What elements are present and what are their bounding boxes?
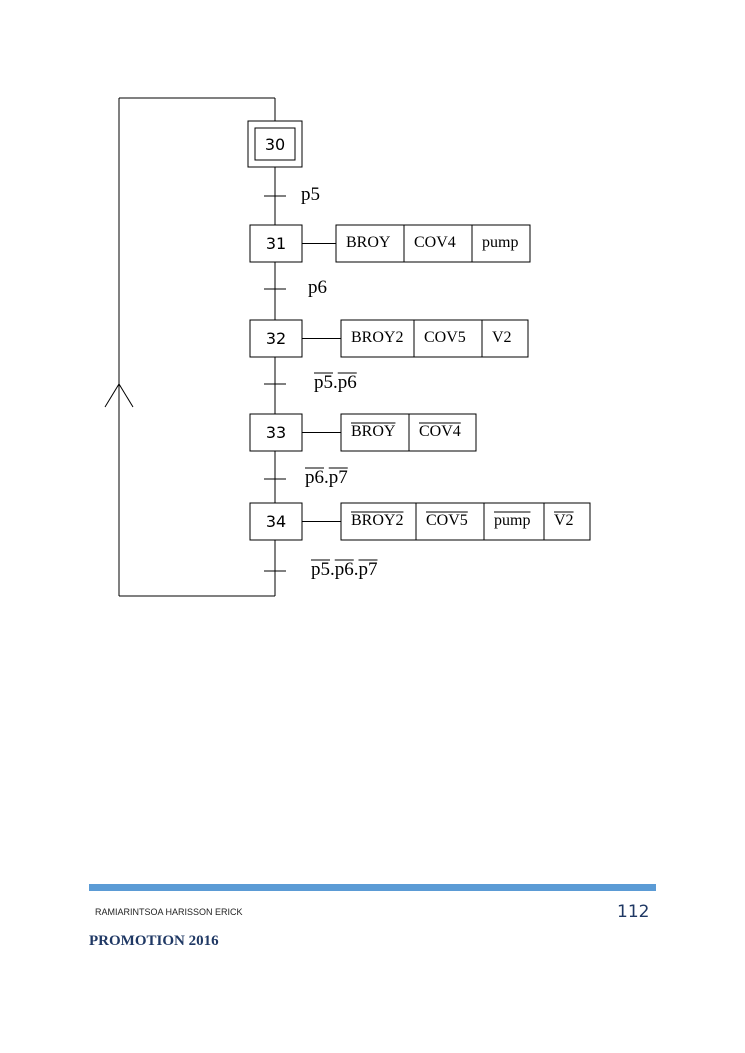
- footer-author: RAMIARINTSOA HARISSON ERICK: [95, 907, 243, 917]
- step-box: [249, 319, 303, 358]
- transition-condition: p5: [301, 184, 320, 205]
- action-box: [415, 502, 485, 541]
- action-box: [403, 224, 473, 263]
- transition-condition: p7: [329, 467, 348, 488]
- action-label: COV4: [414, 234, 456, 251]
- transition-condition: p5: [314, 372, 333, 393]
- step-box: [249, 413, 303, 452]
- step-box: [249, 502, 303, 541]
- step-box: [249, 224, 303, 263]
- page-number: 112: [617, 902, 650, 922]
- action-label: pump: [494, 512, 530, 529]
- step-label: 31: [266, 234, 286, 253]
- action-box: [335, 224, 405, 263]
- action-label: pump: [482, 234, 518, 251]
- step-label: 33: [266, 423, 286, 442]
- action-box: [481, 319, 529, 358]
- footer-divider: [89, 884, 656, 891]
- step-label: 32: [266, 329, 286, 348]
- action-label: BROY2: [351, 512, 403, 529]
- condition-separator: .: [324, 467, 329, 488]
- action-label: COV5: [424, 329, 466, 346]
- action-label: BROY: [346, 234, 391, 251]
- footer-promotion: PROMOTION 2016: [89, 933, 219, 949]
- return-arrow-icon: [104, 383, 134, 408]
- transition-condition: p6: [335, 559, 354, 580]
- transition-condition: p6: [305, 467, 324, 488]
- action-box: [340, 502, 417, 541]
- action-label: V2: [554, 512, 574, 529]
- condition-separator: .: [354, 559, 359, 580]
- step-label: 34: [266, 512, 286, 531]
- action-box: [483, 502, 545, 541]
- transition-condition: p5: [311, 559, 330, 580]
- step-label: 30: [265, 135, 285, 154]
- action-box: [471, 224, 531, 263]
- transition-condition: p6: [308, 277, 327, 298]
- transition-condition: p6: [338, 372, 357, 393]
- action-box: [543, 502, 591, 541]
- action-label: BROY2: [351, 329, 403, 346]
- initial-step-inner: [254, 127, 296, 161]
- condition-separator: .: [330, 559, 335, 580]
- action-label: COV4: [419, 423, 461, 440]
- transition-condition: p7: [359, 559, 378, 580]
- action-label: V2: [492, 329, 512, 346]
- action-label: BROY: [351, 423, 396, 440]
- action-box: [408, 413, 477, 452]
- condition-separator: .: [333, 372, 338, 393]
- action-label: COV5: [426, 512, 468, 529]
- action-box: [413, 319, 483, 358]
